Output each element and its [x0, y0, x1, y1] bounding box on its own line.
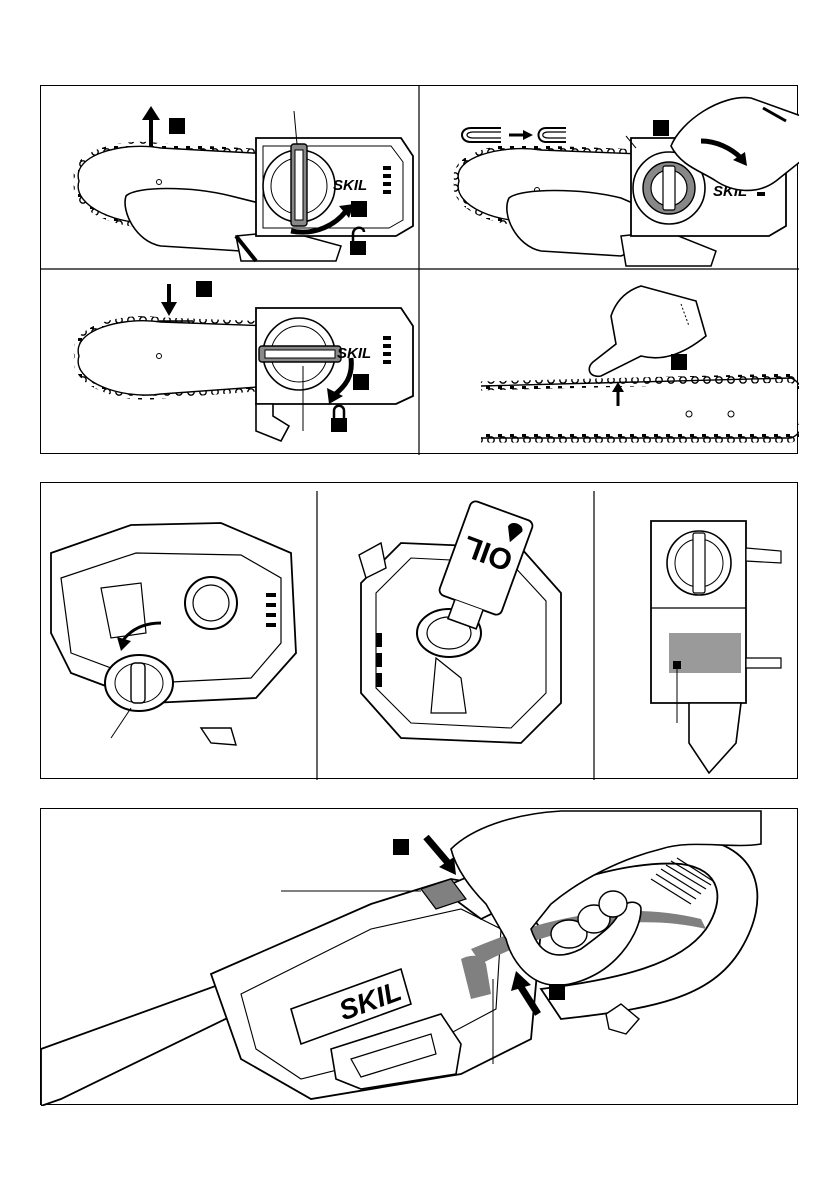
lock-icon	[331, 406, 347, 432]
step-marker-1	[169, 118, 185, 134]
step-marker-6	[671, 354, 687, 370]
step-marker-2	[351, 201, 367, 217]
figure-chain-assembly: SKIL	[40, 85, 798, 454]
step-marker-8	[549, 984, 565, 1000]
step-marker-4	[196, 281, 212, 297]
figure-switch-handle: SKIL	[40, 808, 798, 1105]
quadrant-chain-tension	[481, 286, 799, 438]
quadrant-remove-cover: SKIL	[78, 106, 413, 261]
step-marker-5	[353, 374, 369, 390]
switch-handle-illustration: SKIL	[41, 809, 799, 1106]
quadrant-chain-orientation: SKIL	[458, 98, 799, 266]
oil-filling-illustration: OIL	[41, 483, 799, 780]
step-marker-3	[653, 120, 669, 136]
quadrant-lock-cover: SKIL	[78, 281, 413, 441]
oil-pouring: OIL	[359, 500, 561, 743]
figure-oil-filling: OIL	[40, 482, 798, 779]
step-marker-7	[393, 839, 409, 855]
oil-level-indicator	[651, 521, 781, 773]
brand-logo-1: SKIL	[333, 177, 367, 194]
chain-assembly-illustration: SKIL	[41, 86, 799, 455]
brand-logo-3: SKIL	[337, 345, 371, 362]
oil-cap-removal	[51, 523, 296, 745]
